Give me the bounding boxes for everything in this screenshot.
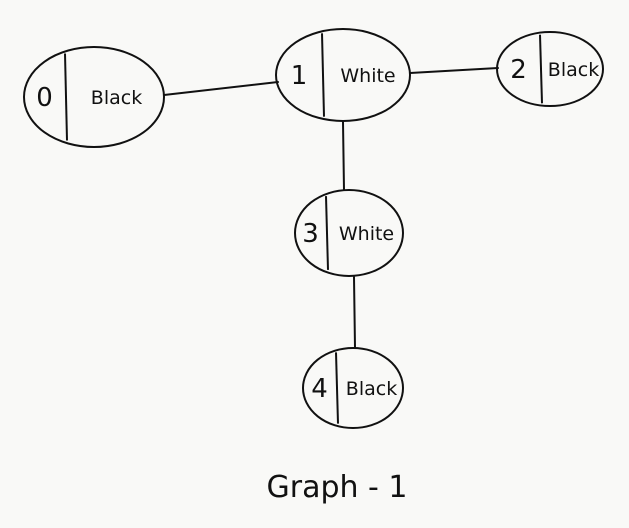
edges-layer [163, 67, 499, 349]
node-divider [321, 33, 325, 117]
node-color-label: Black [346, 378, 397, 400]
node-divider [539, 34, 543, 104]
node-divider [325, 196, 329, 270]
node-id-label: 1 [291, 61, 308, 91]
graph-caption: Graph - 1 [266, 470, 407, 505]
node-outline [23, 46, 165, 148]
node-0: 0 Black [23, 46, 165, 148]
node-id-label: 3 [302, 219, 319, 249]
node-color-label: Black [91, 87, 142, 109]
node-outline [294, 189, 404, 277]
node-outline [496, 31, 604, 107]
node-3: 3 White [294, 189, 404, 277]
edge-3-4 [353, 276, 356, 349]
node-divider [335, 352, 339, 424]
node-color-label: Black [548, 59, 599, 81]
node-outline [275, 28, 411, 122]
edge-1-2 [409, 67, 499, 74]
edge-0-1 [163, 81, 279, 96]
node-id-label: 2 [510, 55, 527, 85]
node-color-label: White [339, 223, 394, 245]
node-id-label: 0 [36, 83, 53, 113]
node-color-label: White [340, 65, 395, 87]
node-1: 1 White [275, 28, 411, 122]
edge-1-3 [342, 121, 345, 191]
node-id-label: 4 [311, 374, 328, 404]
node-2: 2 Black [496, 31, 604, 107]
node-outline [302, 347, 404, 429]
node-4: 4 Black [302, 347, 404, 429]
node-divider [64, 53, 68, 141]
